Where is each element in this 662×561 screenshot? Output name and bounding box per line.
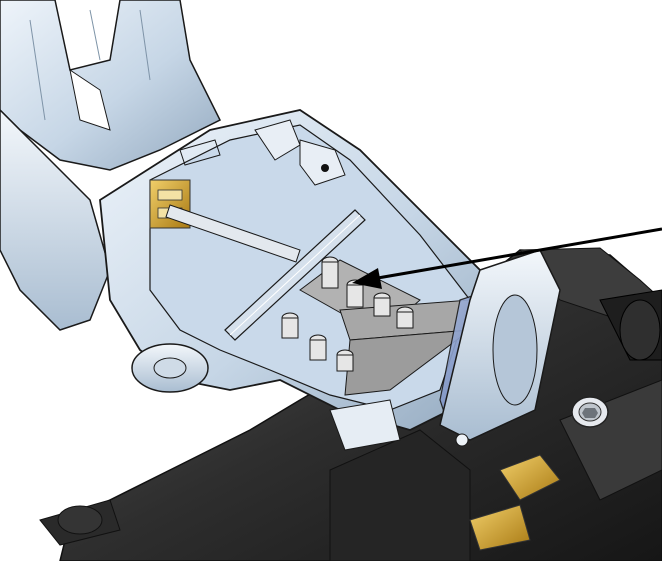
hex-socket-bolt-icon [571,396,609,428]
end-flange [329,249,561,451]
arrow-pointer-icon [352,227,662,289]
valve-body-section [99,109,502,431]
pivot-boss [131,343,209,393]
yoke-fork [0,0,222,331]
